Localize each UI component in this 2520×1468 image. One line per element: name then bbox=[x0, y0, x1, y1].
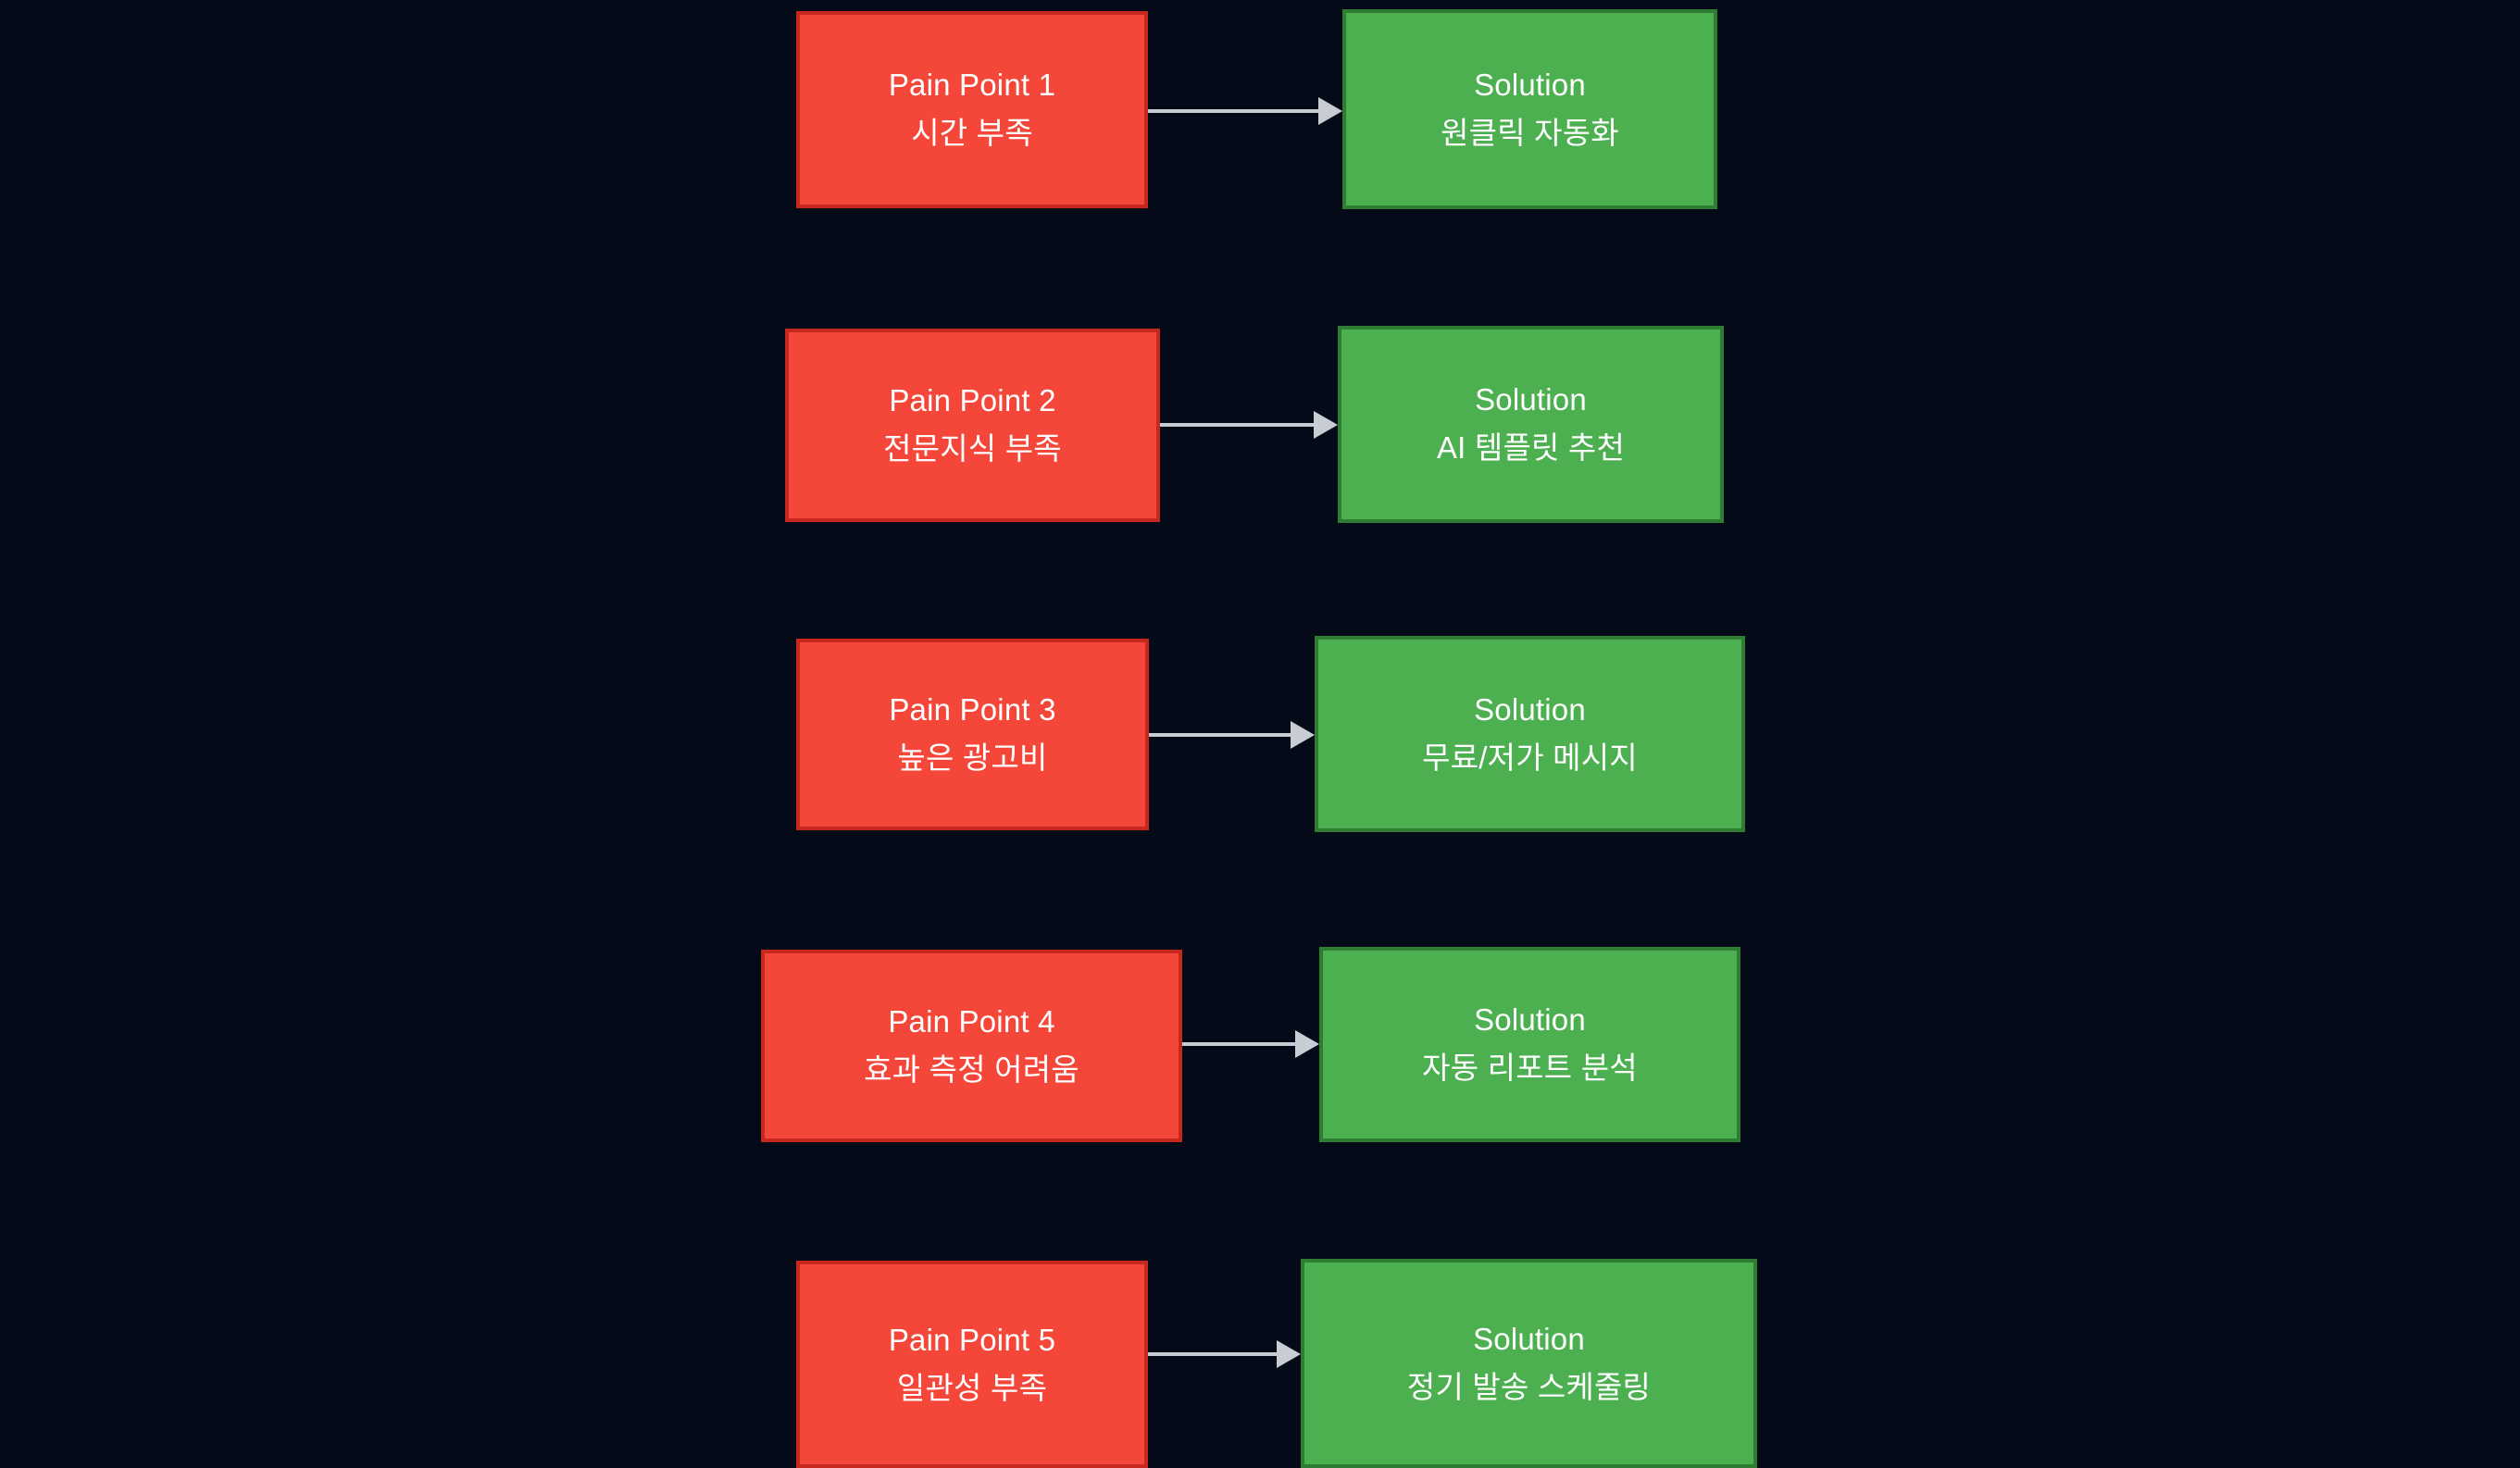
solution-box-1[interactable]: Solution 원클릭 자동화 bbox=[1342, 9, 1717, 209]
solution-title: Solution bbox=[1474, 67, 1586, 102]
arrow-head-icon bbox=[1318, 97, 1342, 125]
arrow-head-icon bbox=[1277, 1340, 1301, 1368]
flow-arrow-2 bbox=[1160, 409, 1338, 441]
solution-box-2[interactable]: Solution AI 템플릿 추천 bbox=[1338, 326, 1724, 523]
solution-box-4[interactable]: Solution 자동 리포트 분석 bbox=[1319, 947, 1740, 1142]
flow-arrow-3 bbox=[1149, 719, 1315, 751]
arrow-head-icon bbox=[1291, 721, 1315, 749]
flow-arrow-5 bbox=[1148, 1338, 1301, 1370]
solution-detail: AI 템플릿 추천 bbox=[1436, 430, 1626, 465]
solution-box-5[interactable]: Solution 정기 발송 스케줄링 bbox=[1301, 1259, 1757, 1468]
pain-point-box-2[interactable]: Pain Point 2 전문지식 부족 bbox=[785, 329, 1160, 522]
pain-point-title: Pain Point 1 bbox=[888, 68, 1056, 103]
pain-point-detail: 일관성 부족 bbox=[896, 1370, 1048, 1405]
arrow-head-icon bbox=[1314, 411, 1338, 439]
solution-detail: 자동 리포트 분석 bbox=[1422, 1051, 1638, 1085]
solution-title: Solution bbox=[1475, 382, 1587, 417]
pain-point-title: Pain Point 4 bbox=[888, 1003, 1055, 1039]
pain-point-detail: 전문지식 부족 bbox=[883, 431, 1062, 466]
pain-point-box-3[interactable]: Pain Point 3 높은 광고비 bbox=[796, 639, 1149, 830]
flow-arrow-4 bbox=[1182, 1028, 1319, 1060]
pain-point-box-1[interactable]: Pain Point 1 시간 부족 bbox=[796, 11, 1148, 208]
flow-arrow-1 bbox=[1148, 95, 1342, 127]
pain-point-title: Pain Point 3 bbox=[889, 692, 1056, 728]
pain-point-title: Pain Point 2 bbox=[889, 383, 1056, 418]
solution-title: Solution bbox=[1474, 1002, 1586, 1038]
solution-detail: 정기 발송 스케줄링 bbox=[1406, 1369, 1652, 1404]
pain-point-detail: 시간 부족 bbox=[911, 116, 1033, 150]
pain-point-title: Pain Point 5 bbox=[888, 1322, 1056, 1357]
pain-point-box-4[interactable]: Pain Point 4 효과 측정 어려움 bbox=[761, 950, 1182, 1142]
arrow-head-icon bbox=[1295, 1030, 1319, 1058]
pain-point-detail: 높은 광고비 bbox=[897, 740, 1048, 775]
solution-title: Solution bbox=[1473, 1321, 1585, 1356]
pain-point-detail: 효과 측정 어려움 bbox=[864, 1051, 1079, 1087]
solution-title: Solution bbox=[1474, 691, 1586, 727]
solution-detail: 원클릭 자동화 bbox=[1441, 115, 1619, 150]
solution-box-3[interactable]: Solution 무료/저가 메시지 bbox=[1315, 636, 1745, 832]
solution-detail: 무료/저가 메시지 bbox=[1422, 740, 1638, 775]
pain-point-box-5[interactable]: Pain Point 5 일관성 부족 bbox=[796, 1261, 1148, 1468]
